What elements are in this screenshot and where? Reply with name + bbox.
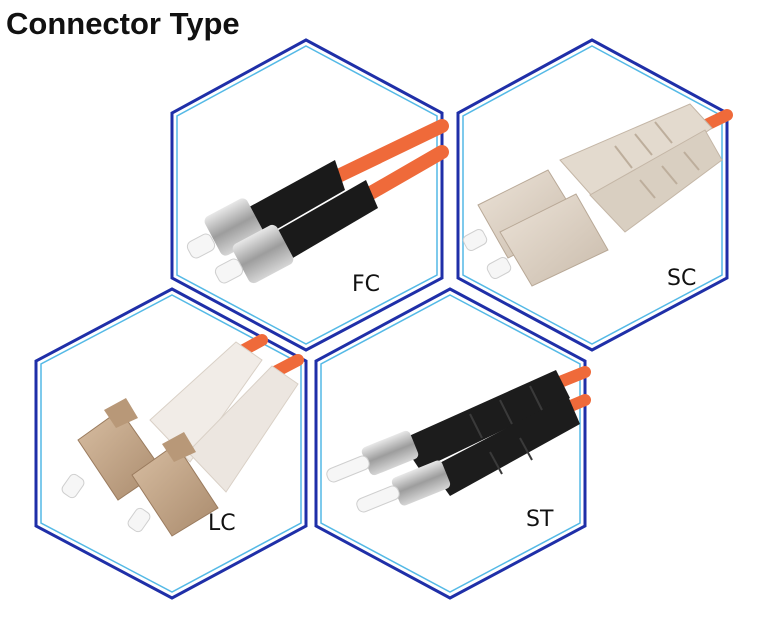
sc-label: SC	[667, 266, 696, 291]
st-connector-photo	[326, 366, 591, 513]
lc-panel: LC	[34, 287, 308, 600]
fc-label: FC	[352, 272, 380, 297]
lc-connector-photo	[61, 334, 304, 537]
sc-panel: SC	[456, 38, 733, 352]
sc-connector-photo	[462, 103, 733, 287]
lc-label: LC	[208, 511, 236, 536]
fc-connector-photo	[186, 119, 449, 284]
st-panel: ST	[314, 287, 591, 600]
page-title: Connector Type	[6, 6, 240, 41]
st-label: ST	[526, 507, 554, 532]
fc-panel: FC	[170, 38, 449, 352]
